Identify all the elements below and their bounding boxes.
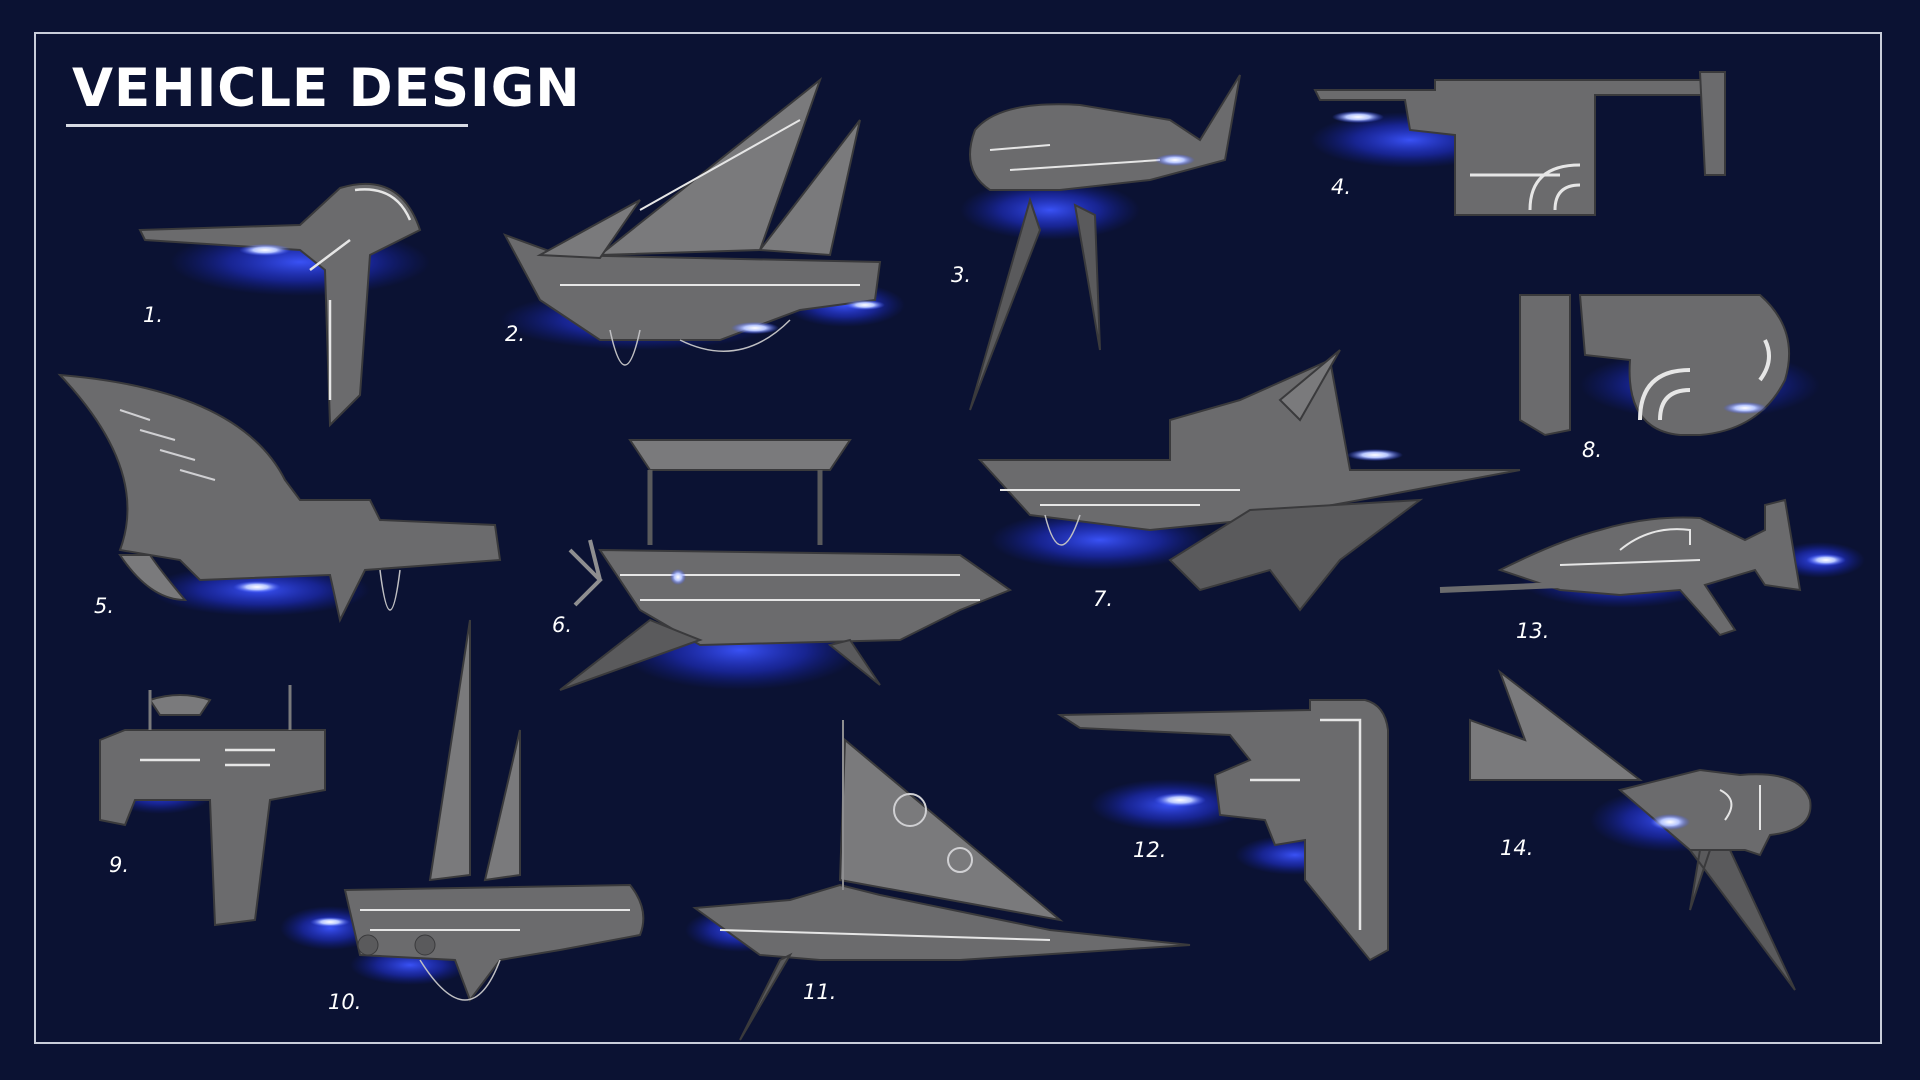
vehicle-13-body <box>1497 498 1802 637</box>
vehicle-5-label: 5. <box>94 594 115 618</box>
vehicle-10-label: 10. <box>328 990 362 1014</box>
vehicle-14-sketch <box>1469 669 1812 991</box>
vehicle-13-label: 13. <box>1516 619 1550 643</box>
vehicle-1-hull <box>138 182 422 428</box>
vehicle-12-sketch <box>1056 699 1389 962</box>
vehicle-14-fins <box>1469 669 1643 781</box>
vehicle-7-wing <box>1168 498 1424 612</box>
vehicle-7-hull <box>977 358 1521 532</box>
title-underline <box>66 124 468 127</box>
vehicle-9-label: 9. <box>109 853 130 877</box>
vehicle-10-hull <box>343 883 645 1003</box>
vehicle-11-sketch <box>685 720 1191 1041</box>
vehicle-7-sketch <box>977 349 1521 612</box>
vehicle-2-label: 2. <box>505 322 526 346</box>
vehicle-3-label: 3. <box>951 263 972 287</box>
vehicle-14-body <box>1617 768 1812 857</box>
vehicle-4-label: 4. <box>1331 175 1352 199</box>
vehicle-8-label: 8. <box>1582 438 1603 462</box>
vehicle-1-label: 1. <box>143 303 164 327</box>
vehicle-8-body <box>1578 294 1791 436</box>
vehicle-2-sail <box>597 77 823 257</box>
vehicle-4-sketch <box>1310 71 1726 216</box>
vehicle-3-sketch <box>960 74 1241 411</box>
vehicle-5-hull <box>57 373 502 623</box>
vehicle-6-roof <box>628 439 852 471</box>
artboard-frame <box>34 32 1882 1044</box>
vehicle-10-sail <box>428 619 471 882</box>
vehicle-8-fin <box>1519 294 1571 437</box>
vehicle-7-label: 7. <box>1093 587 1114 611</box>
vehicle-5-sketch <box>57 373 502 623</box>
vehicle-12-body <box>1056 699 1389 962</box>
vehicle-2-hull <box>502 233 882 341</box>
page-title: VEHICLE DESIGN <box>72 58 581 119</box>
vehicle-14-label: 14. <box>1500 836 1534 860</box>
vehicle-11-hull <box>692 883 1191 961</box>
vehicle-9-body <box>99 729 326 927</box>
vehicle-3-body <box>969 74 1241 191</box>
vehicle-10-sketch <box>280 619 645 1003</box>
vehicle-6-label: 6. <box>552 613 573 637</box>
vehicle-1-sketch <box>138 182 430 428</box>
vehicle-12-label: 12. <box>1133 838 1167 862</box>
vehicle-11-label: 11. <box>803 980 837 1004</box>
vehicle-3-legs <box>969 196 1101 411</box>
vehicle-9-sketch <box>99 685 326 927</box>
vehicle-6-hull <box>598 548 1013 647</box>
vehicle-13-sketch <box>1439 498 1865 637</box>
vehicle-8-sketch <box>1519 294 1820 437</box>
vehicle-4-body <box>1313 79 1711 216</box>
vehicle-2-sketch <box>500 77 905 366</box>
vehicle-6-sketch <box>559 439 1013 691</box>
